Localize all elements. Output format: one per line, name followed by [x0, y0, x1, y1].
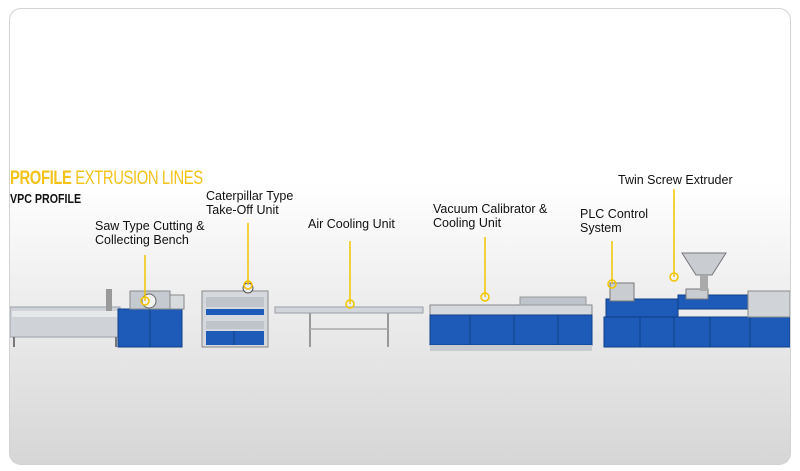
- heading-title-bold: PROFILE: [10, 168, 72, 189]
- heading-title: PROFILE EXTRUSION LINES: [10, 169, 203, 189]
- saw-cutting-bench: [10, 289, 185, 348]
- label-vacuum-calibrator: Vacuum Calibrator & Cooling Unit: [433, 202, 548, 230]
- heading-title-light: EXTRUSION LINES: [75, 168, 203, 189]
- label-twin-screw-extruder: Twin Screw Extruder: [618, 173, 733, 187]
- caterpillar-takeoff-unit: [201, 282, 269, 348]
- label-air-cooling: Air Cooling Unit: [308, 217, 395, 231]
- label-saw-cutting-bench: Saw Type Cutting & Collecting Bench: [95, 219, 205, 247]
- extrusion-line-illustration: [10, 189, 790, 351]
- vacuum-calibrator-unit: [429, 296, 593, 351]
- callout-lines: [140, 189, 679, 309]
- twin-screw-extruder: [603, 252, 790, 348]
- air-cooling-table: [274, 306, 424, 347]
- label-caterpillar-takeoff: Caterpillar Type Take-Off Unit: [206, 189, 294, 217]
- heading-subtitle: VPC PROFILE: [10, 191, 82, 206]
- diagram-frame: PROFILE EXTRUSION LINES VPC PROFILE: [9, 8, 791, 465]
- label-plc-control: PLC Control System: [580, 207, 649, 235]
